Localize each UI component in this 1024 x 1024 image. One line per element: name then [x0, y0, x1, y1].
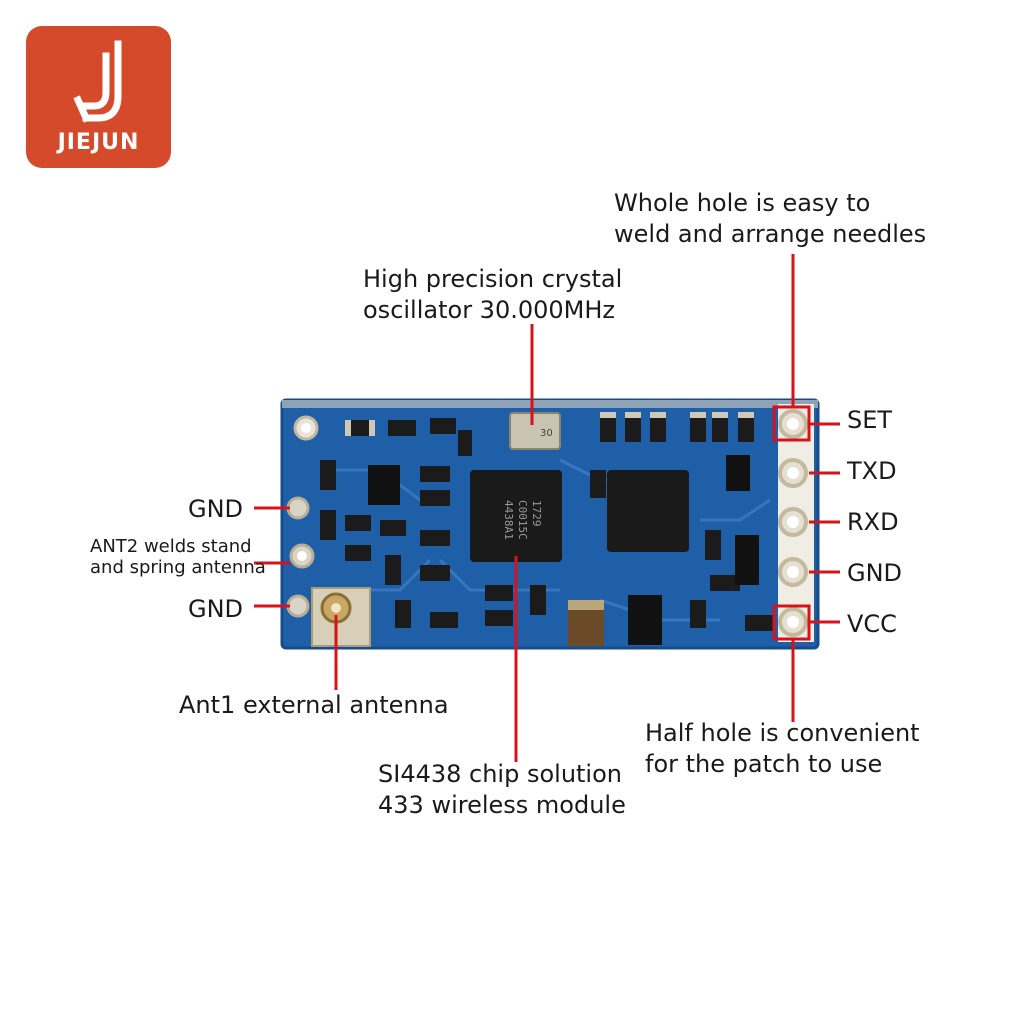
regulator — [628, 595, 662, 645]
brand-name: JIEJUN — [57, 130, 140, 155]
gnd-bottom-label: GND — [188, 595, 244, 623]
svg-text:4438A1: 4438A1 — [502, 500, 515, 540]
half-hole-label-line2: for the patch to use — [645, 750, 883, 778]
pin-label-rxd: RXD — [847, 508, 899, 536]
ant2-label-line2: and spring antenna — [90, 557, 266, 578]
whole-hole-label-line2: weld and arrange needles — [614, 220, 927, 248]
svg-text:C0015C: C0015C — [516, 500, 529, 540]
pin-label-set: SET — [847, 406, 893, 434]
crystal-label-line1: High precision crystal — [363, 265, 623, 293]
ant2-label-line1: ANT2 welds stand — [90, 536, 252, 557]
header-pins — [778, 404, 814, 642]
gnd-pad — [286, 594, 310, 618]
si4438-chip — [470, 470, 562, 562]
pcb-edge — [282, 400, 818, 408]
pin-label-txd: TXD — [847, 457, 897, 485]
mcu-chip — [607, 470, 689, 552]
regulator — [735, 535, 759, 585]
brand-logo: JIEJUN — [26, 26, 171, 168]
crystal-label-line2: oscillator 30.000MHz — [363, 296, 616, 324]
half-hole-label-line1: Half hole is convenient — [645, 719, 920, 747]
svg-text:30: 30 — [540, 428, 553, 439]
gnd-pad — [286, 496, 310, 520]
chip-label-line1: SI4438 chip solution — [378, 760, 622, 788]
transistor — [368, 465, 400, 505]
svg-text:1729: 1729 — [530, 500, 543, 527]
transistor — [726, 455, 750, 491]
pin-label-vcc: VCC — [847, 610, 897, 638]
ant1-label: Ant1 external antenna — [179, 691, 449, 719]
whole-hole-label-line1: Whole hole is easy to — [614, 189, 871, 217]
gnd-top-label: GND — [188, 495, 244, 523]
crystal-oscillator — [509, 412, 561, 450]
j-mark-icon — [73, 40, 122, 123]
chip-label-line2: 433 wireless module — [378, 791, 626, 819]
pin-label-gnd: GND — [847, 559, 903, 587]
